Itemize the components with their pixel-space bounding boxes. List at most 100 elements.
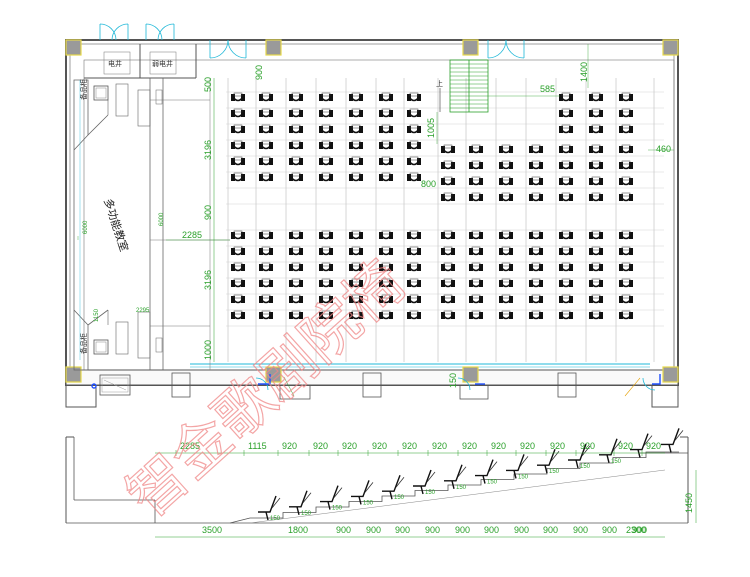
section-bottom-dim: 900 xyxy=(336,525,351,535)
section-top-dim: 2285 xyxy=(180,441,200,451)
seat xyxy=(499,310,513,320)
seats xyxy=(231,92,633,320)
seat xyxy=(379,140,393,150)
seat xyxy=(289,92,303,102)
section-top-dim: 920 xyxy=(646,441,661,451)
seat xyxy=(231,310,245,320)
seat xyxy=(259,294,273,304)
seat xyxy=(407,310,421,320)
seat xyxy=(289,310,303,320)
seat xyxy=(469,246,483,256)
seat xyxy=(349,230,363,240)
columns xyxy=(65,39,679,383)
step-height-label: 150 xyxy=(580,464,591,470)
seat xyxy=(559,192,573,202)
dim-3196-bottom: 3196 xyxy=(203,270,213,290)
seat xyxy=(231,262,245,272)
seat xyxy=(469,144,483,154)
step-height-label: 150 xyxy=(270,516,281,522)
seat xyxy=(407,278,421,288)
seat xyxy=(231,108,245,118)
seat xyxy=(289,108,303,118)
seat xyxy=(349,92,363,102)
seat xyxy=(379,294,393,304)
seat xyxy=(441,230,455,240)
seat xyxy=(469,262,483,272)
seat xyxy=(231,278,245,288)
watermark-text: 智金歌剧院椅 xyxy=(114,247,418,530)
seat xyxy=(349,124,363,134)
seat xyxy=(529,294,543,304)
electrical-shaft-label: 电井 xyxy=(108,59,122,68)
section-bottom-dim: 900 xyxy=(632,525,647,535)
step-height-label: 150 xyxy=(456,485,467,491)
section-seats xyxy=(258,428,684,521)
seat xyxy=(407,140,421,150)
section-top-dim: 920 xyxy=(432,441,447,451)
seat xyxy=(619,108,633,118)
seat xyxy=(289,172,303,182)
stair: 上 585 1005 1400 800 460 150 xyxy=(283,44,674,397)
seat xyxy=(559,310,573,320)
seat xyxy=(529,176,543,186)
seat xyxy=(289,262,303,272)
seat xyxy=(289,156,303,166)
seat xyxy=(619,124,633,134)
left-dimension-chain: 500 3196 900 3196 1000 2285 900 xyxy=(166,65,264,362)
seat xyxy=(589,92,603,102)
seat xyxy=(469,160,483,170)
seat xyxy=(319,108,333,118)
section-top-dim: 920 xyxy=(372,441,387,451)
section-bottom-dim: 1800 xyxy=(288,525,308,535)
dim-585: 585 xyxy=(540,84,555,94)
seat xyxy=(619,246,633,256)
step-profile xyxy=(229,451,679,524)
dim-900-top: 900 xyxy=(254,65,264,80)
seat xyxy=(589,108,603,118)
seat xyxy=(407,124,421,134)
seat xyxy=(319,172,333,182)
seat xyxy=(319,140,333,150)
seat xyxy=(231,246,245,256)
seat xyxy=(619,144,633,154)
seat xyxy=(441,278,455,288)
seat xyxy=(259,246,273,256)
spare-cabinet-label-bottom: 备品柜 xyxy=(79,333,88,354)
section-seat xyxy=(475,459,498,484)
seat xyxy=(319,246,333,256)
dim-2295: 2295 xyxy=(136,308,150,314)
section-bottom-dim: 900 xyxy=(573,525,588,535)
weak-current-shaft-label: 弱电井 xyxy=(152,59,173,68)
seat xyxy=(259,124,273,134)
seat xyxy=(589,246,603,256)
seat xyxy=(469,278,483,288)
stage-dim: 6000 xyxy=(83,220,89,234)
section-bottom-dim: 900 xyxy=(484,525,499,535)
seat xyxy=(619,278,633,288)
bottom-piers xyxy=(65,372,679,408)
plan-view: 电井 弱电井 备品柜 备 xyxy=(65,23,679,408)
seat xyxy=(349,262,363,272)
seat xyxy=(231,156,245,166)
seat xyxy=(499,160,513,170)
seat xyxy=(407,294,421,304)
seat xyxy=(349,140,363,150)
seat xyxy=(499,246,513,256)
seat xyxy=(559,278,573,288)
seat xyxy=(349,278,363,288)
doors xyxy=(99,23,656,391)
seat xyxy=(441,144,455,154)
seat xyxy=(619,160,633,170)
step-height-label: 150 xyxy=(425,490,436,496)
stage-area: 备品柜 备品柜 多功能教室 6000 6000 1150 2295 xyxy=(73,78,230,371)
seat xyxy=(559,294,573,304)
section-top-dim: 920 xyxy=(313,441,328,451)
seat xyxy=(379,262,393,272)
seat xyxy=(259,156,273,166)
step-height-label: 150 xyxy=(611,459,622,465)
seat xyxy=(349,246,363,256)
seat xyxy=(319,156,333,166)
